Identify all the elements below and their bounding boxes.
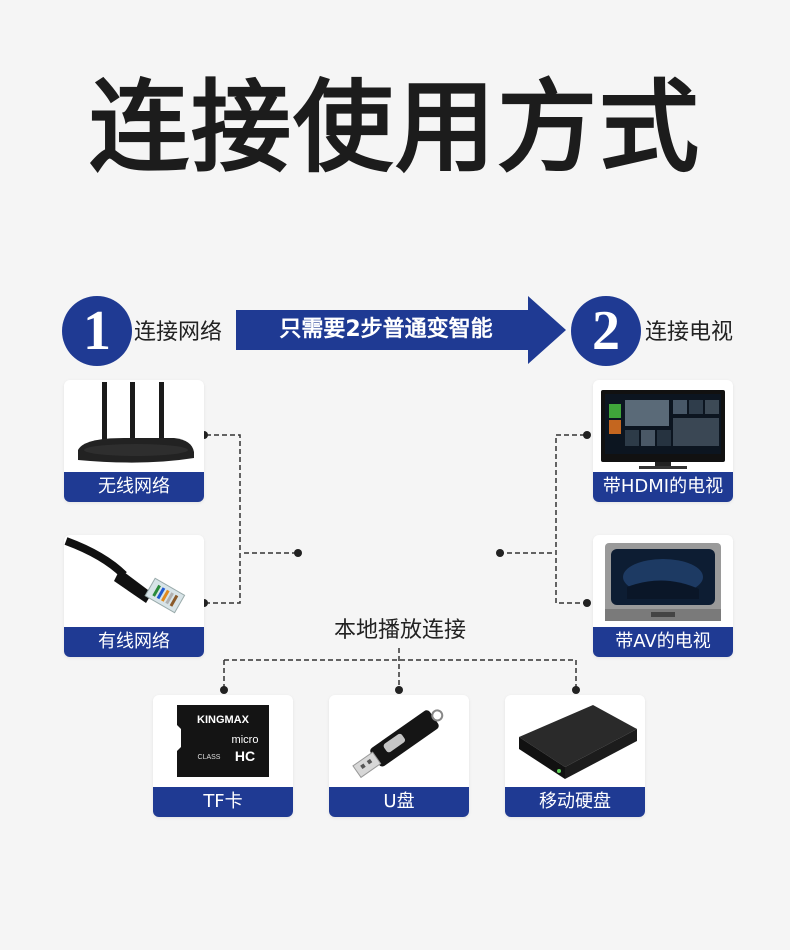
arrow-banner [236,296,566,364]
card-tf-card: KINGMAX micro CLASS HC TF卡 [153,695,293,817]
card-caption-hdmi-tv: 带HDMI的电视 [593,472,733,502]
card-caption-wired: 有线网络 [64,627,204,657]
step-1-badge: 1 [62,296,132,366]
step-1-label: 连接网络 [134,320,223,345]
local-playback-title: 本地播放连接 [333,618,466,643]
page-title: 连接使用方式 [89,69,701,186]
wifi-router-icon [78,382,194,463]
ethernet-cable-icon [64,537,186,614]
tf-card-hc: HC [235,748,255,764]
tf-card-brand: KINGMAX [197,714,250,726]
external-hdd-icon [519,705,637,779]
tf-card-class: CLASS [198,754,221,761]
card-av-tv: 带AV的电视 [593,535,733,657]
card-caption-usb: U盘 [329,787,469,817]
crt-tv-icon [605,543,721,621]
card-caption-wireless: 无线网络 [64,472,204,502]
arrow-banner-text: 只需要2步普通变智能 [279,317,493,342]
card-external-hdd: 移动硬盘 [505,695,645,817]
flat-tv-icon [601,390,725,469]
step-2-label: 连接电视 [645,320,734,345]
card-usb-drive: U盘 [329,695,469,817]
card-wired-network: 有线网络 [64,535,204,657]
card-caption-hdd: 移动硬盘 [505,787,645,817]
tf-card-icon: KINGMAX micro CLASS HC [177,705,269,777]
card-wireless-network: 无线网络 [64,380,204,502]
step-2-badge: 2 [571,296,641,366]
card-hdmi-tv: 带HDMI的电视 [593,380,733,502]
tf-card-micro: micro [232,734,259,746]
card-caption-tf: TF卡 [153,787,293,817]
usb-drive-icon [352,709,444,779]
card-caption-av-tv: 带AV的电视 [593,627,733,657]
